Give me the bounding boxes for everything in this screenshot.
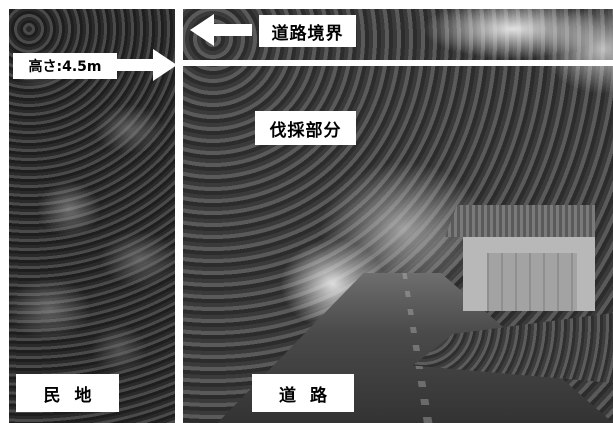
private-land-label: 民地 xyxy=(16,374,119,412)
boundary-vertical-line xyxy=(175,0,183,423)
road-label: 道路 xyxy=(252,374,354,412)
height-label: 高さ:4.5m xyxy=(13,53,117,79)
road-photo xyxy=(183,9,613,423)
road-boundary-label: 道路境界 xyxy=(259,15,356,47)
arrow-left-icon xyxy=(190,14,252,46)
building-roof xyxy=(445,205,595,237)
cut-section-label: 伐採部分 xyxy=(255,111,356,145)
arrow-right-icon xyxy=(115,49,177,81)
height-line xyxy=(183,60,613,66)
building-shutter xyxy=(487,253,577,311)
building xyxy=(445,205,595,311)
